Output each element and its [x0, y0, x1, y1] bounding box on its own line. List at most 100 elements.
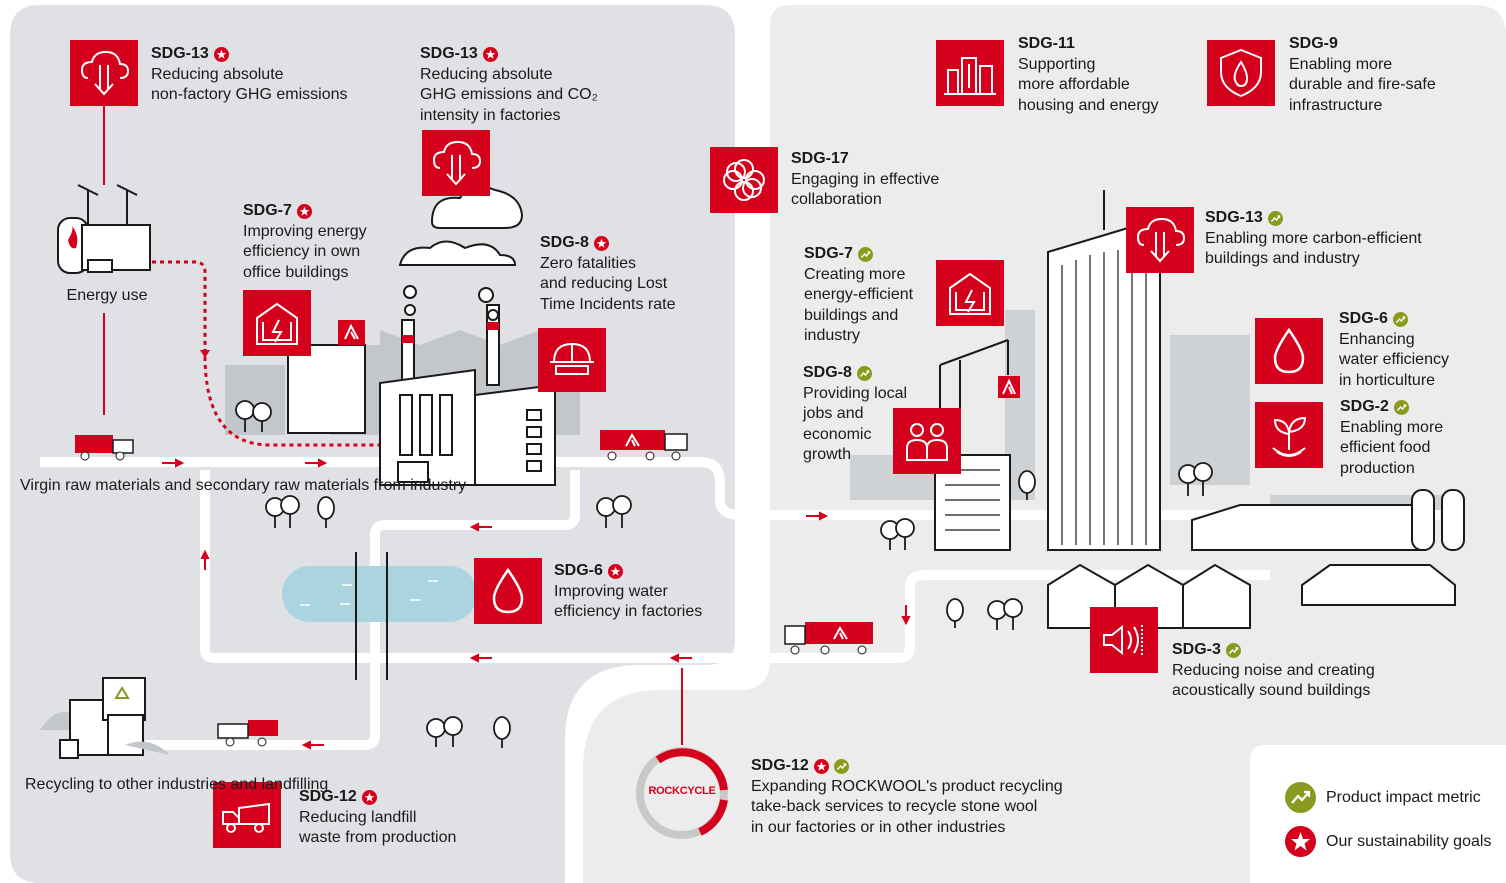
sdg-description-line: Providing local [803, 384, 908, 402]
product-impact-icon [1392, 311, 1408, 327]
caption-line: and landfilling [230, 776, 329, 793]
rockwool-logo-flag [338, 320, 365, 345]
sdg-code: SDG-8 [540, 234, 589, 251]
sdg-description-line: Enabling more [1289, 55, 1393, 73]
sdg-label-header: SDG-12 [751, 756, 1063, 777]
product-impact-icon [1285, 782, 1316, 813]
sdg-description-line: water efficiency [1339, 351, 1449, 368]
sdg-label-header: SDG-2 [1340, 397, 1443, 418]
rockcycle-logo-graphic [636, 747, 728, 839]
sdg-code: SDG-12 [299, 788, 357, 805]
product-impact-icon [857, 246, 873, 262]
sdg-description-line: Engaging in effective [791, 170, 940, 188]
water-drop-horticulture-icon [1255, 318, 1323, 384]
caption-line: Virgin raw materials [20, 477, 161, 494]
sdg-description-line: jobs and [803, 405, 864, 422]
sdg-description-line: industry [804, 327, 861, 344]
sdg-code: SDG-11 [1018, 35, 1075, 52]
sdg-description-line: Creating more [804, 265, 906, 283]
sdg-description-line: Zero fatalities [540, 254, 637, 272]
sdg-label-header: SDG-8 [803, 363, 907, 384]
water-drop-icon [474, 558, 542, 624]
sdg-description-line: non-factory GHG emissions [151, 86, 348, 103]
sdg-description-line: Expanding ROCKWOOL's product recycling [751, 777, 1063, 795]
city [934, 190, 1465, 629]
background-buildings-right [850, 310, 1450, 510]
star-icon [607, 563, 623, 579]
sdg-description-line: Enhancing [1339, 330, 1415, 348]
lake [282, 566, 477, 622]
sdg-code: SDG-13 [151, 45, 209, 62]
sdg-description-line: energy-efficient [804, 286, 914, 303]
sdg-label-header: SDG-13 [1205, 208, 1422, 229]
sdg-code: SDG-6 [554, 562, 603, 579]
fire-shield-icon [1207, 40, 1275, 106]
sdg-description-line: infrastructure [1289, 96, 1383, 114]
star-icon [213, 46, 229, 62]
energy-use-caption: Energy use [66, 287, 148, 304]
sdg-description-line: Reducing absolute [420, 65, 553, 83]
cloud-carbon-icon [1126, 207, 1194, 273]
sdg-description-line: Enabling more [1340, 418, 1444, 436]
sdg-code: SDG-7 [243, 202, 292, 219]
recycling-site [40, 677, 170, 759]
sdg-description-line: efficiency in factories [554, 603, 703, 620]
sdg-code: SDG-13 [1205, 209, 1263, 226]
sdg-description-line: buildings and industry [1205, 250, 1360, 267]
sdg-description-line: economic [803, 425, 872, 443]
sdg-description-line: Improving energy [243, 222, 367, 240]
sdg-description-line: growth [803, 446, 852, 463]
dump-truck-icon [213, 782, 281, 848]
legend-product-impact-label: Product impact metric [1326, 788, 1481, 806]
sdg-description-line: office buildings [243, 263, 349, 281]
acoustic-noise-icon [1090, 607, 1158, 673]
star-icon [296, 203, 312, 219]
plant-food-icon [1255, 402, 1323, 468]
legend-sustainability-goals: Our sustainability goals [1285, 826, 1491, 857]
sdg-description-line: and reducing Lost [540, 275, 668, 292]
sdg-label-header: SDG-13 [420, 44, 598, 65]
rockcycle-logo-text: ROCKCYCLE [648, 785, 716, 797]
sdg-code: SDG-13 [420, 45, 478, 62]
sdg-description-line: Supporting [1018, 55, 1096, 73]
sdg-code: SDG-17 [791, 150, 849, 167]
product-impact-icon [856, 365, 872, 381]
legend-product-impact: Product impact metric [1285, 782, 1481, 813]
sdg-description-line: housing and energy [1018, 96, 1159, 114]
star-icon [813, 758, 829, 774]
sdg-label-header: SDG-17 [791, 149, 939, 170]
energy-use-cluster [57, 184, 151, 274]
sdg-description-line: efficient food [1340, 439, 1431, 456]
energy-building-icon [243, 290, 311, 356]
sdg-description-line: Enabling more carbon-efficient [1205, 229, 1422, 247]
people-jobs-icon [893, 408, 961, 474]
sdg-description-line: acoustically sound buildings [1172, 682, 1371, 699]
sdg-description-line: Improving water [554, 582, 668, 600]
sdg-description-line: in our factories or in other industries [751, 818, 1006, 836]
sdg-description-line: waste from production [299, 829, 457, 846]
product-impact-icon [1225, 642, 1241, 658]
star-icon [361, 789, 377, 805]
factory [287, 185, 556, 486]
sdg-description-line: Time Incidents rate [540, 295, 676, 313]
cloud-emission-icon [70, 40, 138, 106]
sdg-code: SDG-9 [1289, 35, 1338, 52]
sdg-label-header: SDG-11 [1018, 34, 1159, 55]
sdg-code: SDG-6 [1339, 310, 1388, 327]
sdg-description-line: in horticulture [1339, 371, 1436, 389]
sdg-label-header: SDG-13 [151, 44, 348, 65]
roads [40, 457, 1440, 750]
sdg-description-line: Reducing absolute [151, 65, 284, 83]
caption-line: from industry [373, 477, 467, 494]
sdg-label-header: SDG-7 [243, 201, 367, 222]
